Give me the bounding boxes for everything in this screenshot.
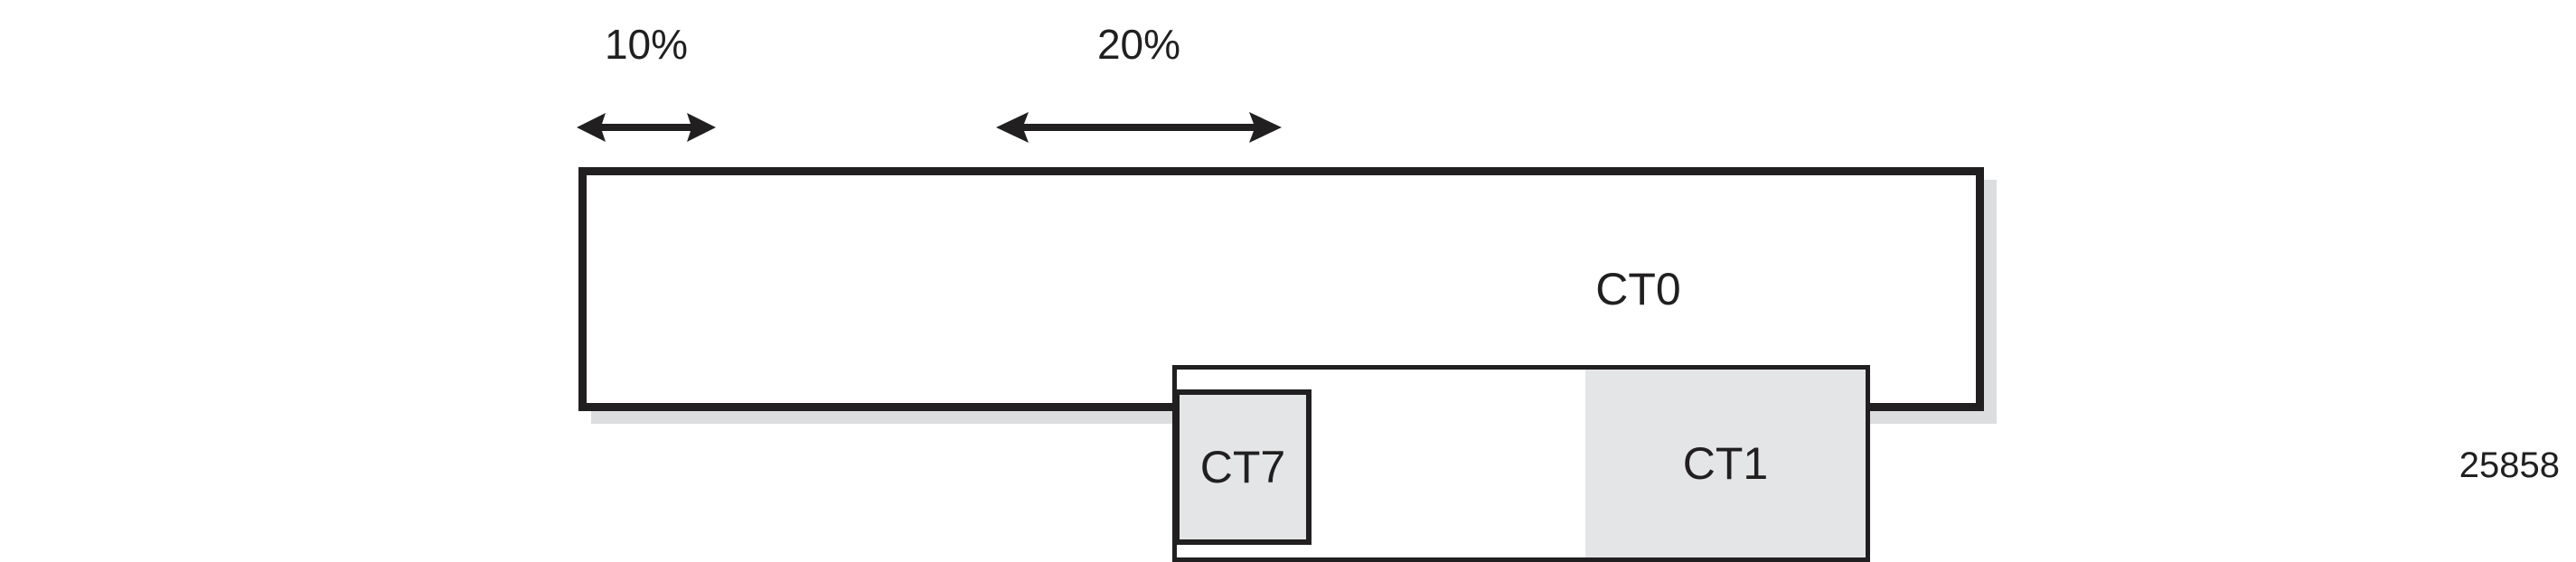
bar-segment-ct7: CT7	[1174, 389, 1312, 545]
bar-segment-label-ct7: CT7	[1199, 442, 1286, 492]
figure-canvas: 10% 20% CT7 CT1 CT0 25858	[575, 21, 2560, 562]
figure-id-label: 25858	[2458, 445, 2560, 485]
double-arrow-icon-10-percent	[575, 107, 718, 148]
dimension-label-20-percent: 20%	[1096, 21, 1181, 68]
resource-allocation-bar: CT7 CT1	[578, 167, 1984, 562]
dimension-label-10-percent: 10%	[604, 21, 689, 68]
bar-segment-ct1: CT1	[1585, 370, 1866, 557]
allocated-region: CT7 CT1	[1172, 365, 1870, 562]
bar-segment-label-ct1: CT1	[1682, 438, 1769, 489]
double-arrow-icon-20-percent	[994, 107, 1283, 148]
